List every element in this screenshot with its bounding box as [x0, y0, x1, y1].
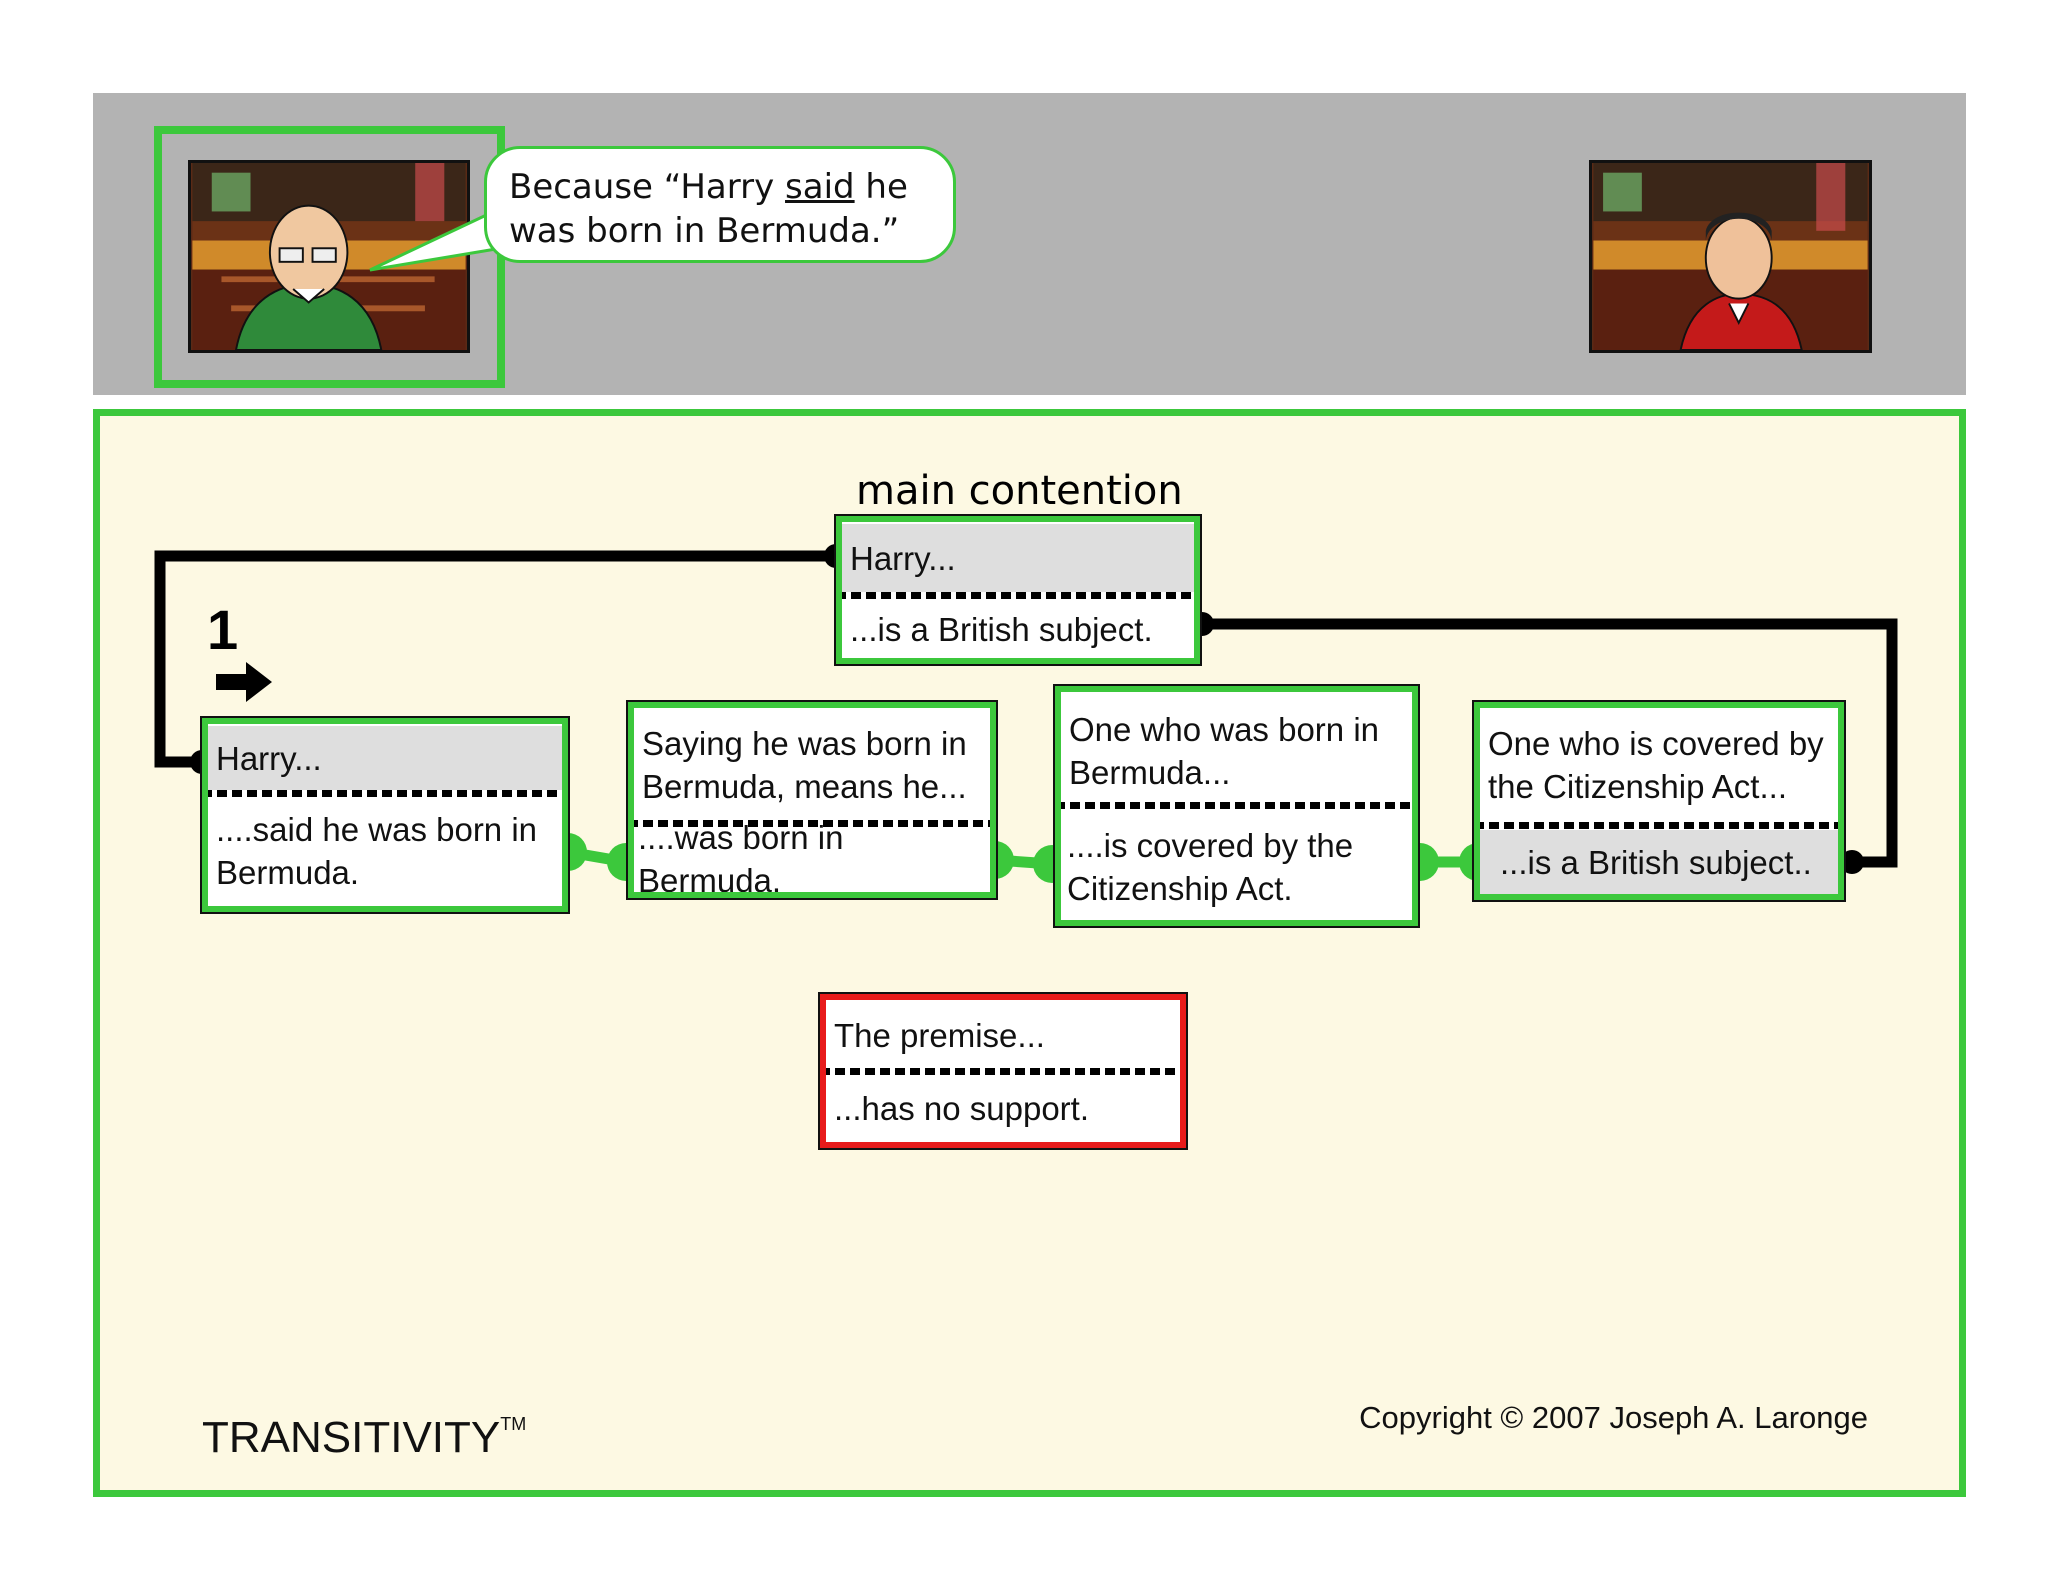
brand-wordmark: TRANSITIVITYTM — [202, 1394, 602, 1462]
box-predicate: ...has no support. — [820, 1076, 1186, 1140]
box-predicate: ....is covered by the Citizenship Act. — [1055, 810, 1418, 920]
box-border — [836, 516, 1200, 664]
speech-underlined-word: said — [785, 167, 855, 207]
box-text-line: Bermuda... — [1069, 754, 1231, 791]
speech-line-1: Because “Harry said he — [509, 165, 931, 209]
premise-box-4: One who is covered by the Citizenship Ac… — [1472, 700, 1846, 902]
box-text-line: ....said he was born in — [216, 811, 538, 848]
box-subject: One who is covered by the Citizenship Ac… — [1474, 710, 1844, 822]
box-border — [1055, 686, 1418, 926]
dotted-divider — [628, 820, 996, 827]
box-predicate: ...is a British subject.. — [1474, 830, 1844, 894]
step-number: 1 — [207, 598, 239, 661]
box-text-line: ....is covered by the — [1067, 827, 1354, 864]
premise-box-1: Harry... ....said he was born in Bermuda… — [200, 716, 570, 914]
arrow-right-icon — [216, 662, 272, 702]
box-text-line: Saying he was born in — [642, 725, 967, 762]
copyright-notice: Copyright © 2007 Joseph A. Laronge — [1359, 1400, 1868, 1435]
premise-box-2: Saying he was born in Bermuda, means he.… — [626, 700, 998, 900]
unsupported-premise-box: The premise... ...has no support. — [818, 992, 1188, 1150]
box-subject: Saying he was born in Bermuda, means he.… — [628, 710, 996, 820]
box-border — [1474, 702, 1844, 900]
dotted-divider — [202, 790, 568, 797]
box-subject: One who was born in Bermuda... — [1055, 694, 1418, 810]
box-border — [202, 718, 568, 912]
box-border — [820, 994, 1186, 1148]
box-text-line: Bermuda. — [216, 854, 360, 891]
box-subject: Harry... — [202, 726, 568, 790]
box-subject: Harry... — [836, 524, 1200, 592]
speech-line-2: was born in Bermuda.” — [509, 211, 900, 251]
box-predicate: ....was born in Bermuda. — [628, 819, 996, 899]
box-text-line: Citizenship Act. — [1067, 870, 1293, 907]
dotted-divider — [836, 592, 1200, 599]
brand-text: TRANSITIVITY — [202, 1413, 501, 1462]
box-text-line: Bermuda, means he... — [642, 768, 967, 805]
box-predicate: ...is a British subject. — [836, 600, 1200, 658]
dotted-divider — [820, 1068, 1186, 1075]
main-contention-title: main contention — [856, 468, 1183, 514]
box-text-line: One who is covered by — [1488, 725, 1824, 762]
box-text-line: One who was born in — [1069, 711, 1380, 748]
trademark-symbol: TM — [500, 1414, 527, 1434]
speech-bubble: Because “Harry said he was born in Bermu… — [484, 146, 956, 263]
premise-box-3: One who was born in Bermuda... ....is co… — [1053, 684, 1420, 928]
main-contention-box: Harry... ...is a British subject. — [834, 514, 1202, 666]
box-text-line: the Citizenship Act... — [1488, 768, 1787, 805]
speech-text: he — [854, 167, 908, 207]
speaker-portrait-right — [1589, 160, 1872, 353]
dotted-divider — [1474, 822, 1844, 829]
box-predicate: ....said he was born in Bermuda. — [202, 798, 568, 902]
box-subject: The premise... — [820, 1002, 1186, 1068]
lawyer-red-illustration — [1593, 163, 1868, 350]
dotted-divider — [1055, 802, 1418, 809]
box-border — [628, 702, 996, 898]
speech-text: Because “Harry — [509, 167, 786, 207]
